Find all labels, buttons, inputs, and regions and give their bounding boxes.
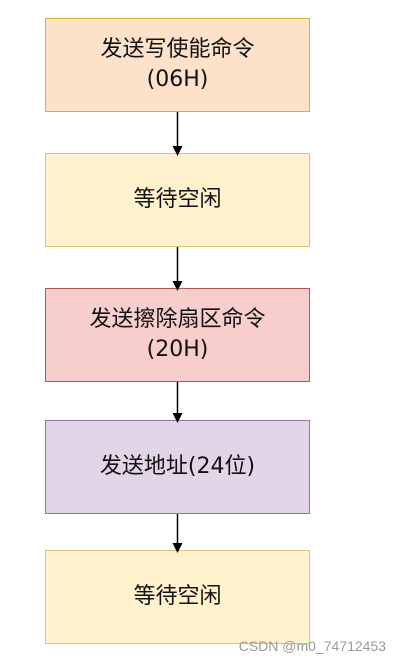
step-4-label: 发送地址(24位) (99, 454, 256, 479)
step-send-address: 发送地址(24位) (45, 420, 310, 514)
step-5-label: 等待空闲 (133, 584, 222, 609)
step-send-sector-erase-command: 发送擦除扇区命令 (20H) (45, 288, 310, 382)
step-2-label: 等待空闲 (133, 187, 222, 212)
step-send-write-enable-command: 发送写使能命令 (06H) (45, 18, 310, 112)
step-1-label: 发送写使能命令 (100, 37, 255, 62)
watermark: CSDN @m0_74712453 (238, 638, 386, 654)
step-1-code: (06H) (146, 67, 209, 92)
step-wait-idle-final: 等待空闲 (45, 550, 310, 644)
step-3-code: (20H) (146, 337, 209, 362)
step-3-label: 发送擦除扇区命令 (89, 307, 266, 332)
